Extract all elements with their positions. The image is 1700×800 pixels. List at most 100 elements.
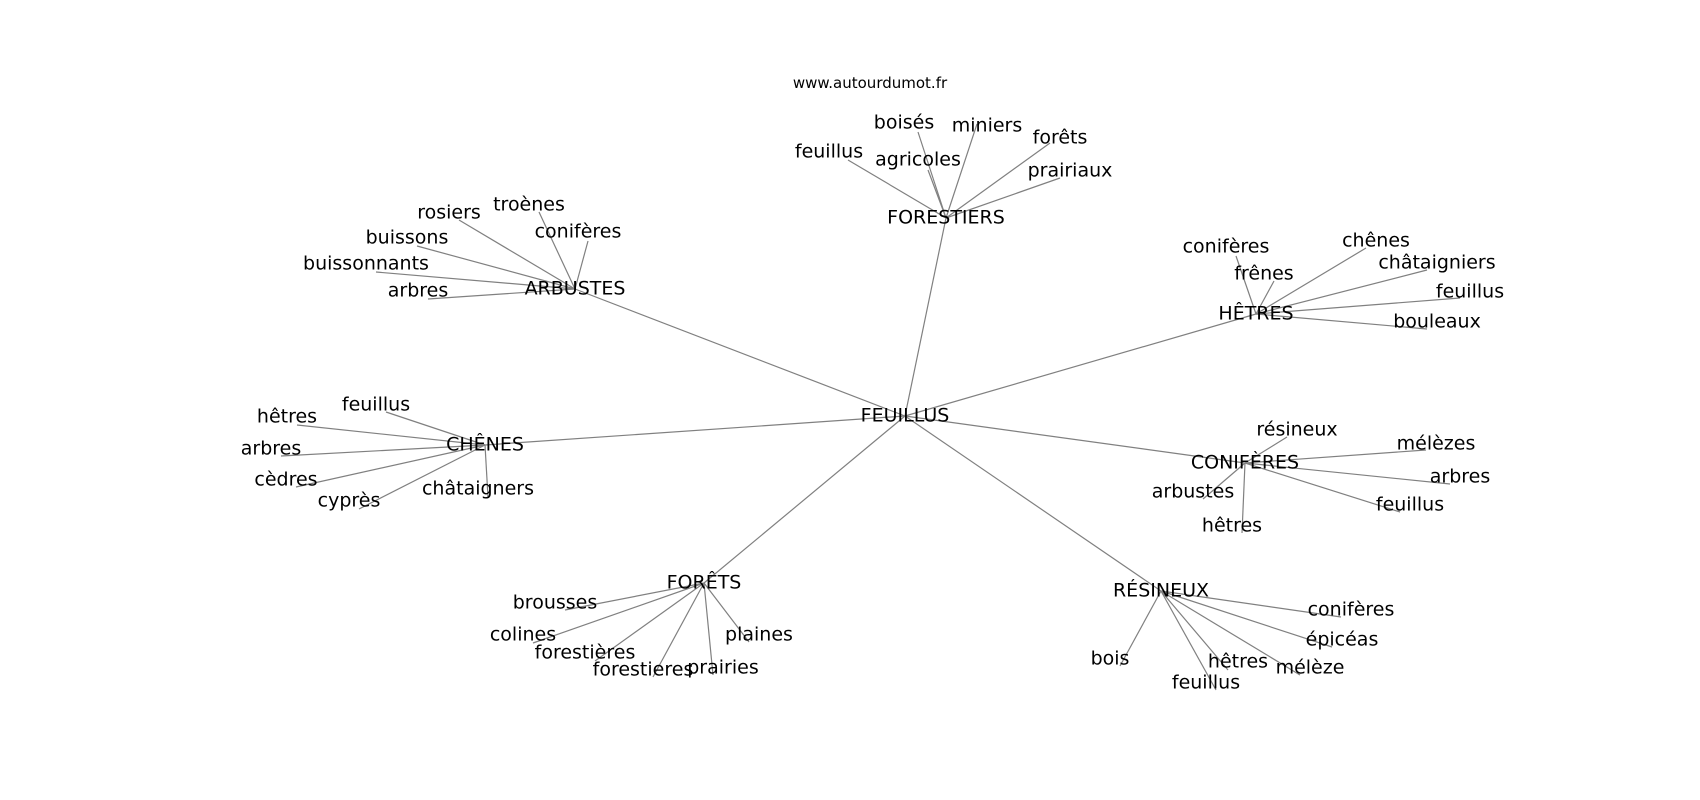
edge-5-2 xyxy=(703,582,750,643)
leaf-node[interactable]: feuillus xyxy=(1436,281,1504,303)
leaf-node[interactable]: feuillus xyxy=(1172,672,1240,694)
edge-3-0 xyxy=(385,411,486,446)
leaf-node[interactable]: troènes xyxy=(493,194,565,216)
edge-4-3 xyxy=(1202,462,1246,500)
edge-5-1 xyxy=(532,582,705,644)
edge-4-0 xyxy=(1244,436,1288,464)
edge-center-4 xyxy=(904,415,1246,464)
leaf-node[interactable]: cèdres xyxy=(254,469,317,491)
leaf-node[interactable]: bois xyxy=(1091,648,1130,670)
edge-center-0 xyxy=(904,217,947,417)
leaf-node[interactable]: rosiers xyxy=(417,202,481,224)
leaf-node[interactable]: arbres xyxy=(1430,466,1491,488)
edge-2-2 xyxy=(1255,269,1428,315)
edge-1-2 xyxy=(574,240,589,290)
edge-6-4 xyxy=(1160,590,1301,676)
edge-3-1 xyxy=(296,424,486,446)
leaf-node[interactable]: mélèze xyxy=(1276,657,1345,679)
leaf-node[interactable]: buissonnants xyxy=(303,253,429,275)
edge-2-4 xyxy=(1255,297,1461,315)
leaf-node[interactable]: chênes xyxy=(1342,230,1410,252)
leaf-node[interactable]: cyprès xyxy=(318,490,381,512)
edge-5-4 xyxy=(652,582,705,678)
leaf-node[interactable]: miniers xyxy=(952,115,1023,137)
edge-4-1 xyxy=(1244,449,1427,464)
leaf-node[interactable]: arbres xyxy=(241,438,302,460)
edge-1-4 xyxy=(375,271,576,290)
leaf-node[interactable]: frênes xyxy=(1234,263,1293,285)
edge-6-1 xyxy=(1160,590,1333,648)
leaf-node[interactable]: hêtres xyxy=(1202,515,1262,537)
leaf-node[interactable]: châtaigniers xyxy=(1378,252,1495,274)
hub-node[interactable]: HÊTRES xyxy=(1218,302,1293,325)
edge-0-5 xyxy=(945,177,1061,219)
leaf-node[interactable]: conifères xyxy=(1183,236,1270,258)
edge-0-0 xyxy=(917,131,947,219)
edge-0-1 xyxy=(945,123,978,219)
edge-3-2 xyxy=(280,444,486,457)
hub-node[interactable]: CHÊNES xyxy=(446,433,524,456)
leaf-node[interactable]: épicéas xyxy=(1306,629,1379,651)
edge-center-5 xyxy=(703,415,906,584)
hub-node[interactable]: ARBUSTES xyxy=(525,278,626,300)
leaf-node[interactable]: boisés xyxy=(874,112,934,134)
leaf-node[interactable]: châtaigners xyxy=(422,478,534,500)
edge-5-5 xyxy=(703,582,714,676)
leaf-node[interactable]: hêtres xyxy=(1208,651,1268,673)
edge-6-5 xyxy=(1160,590,1217,691)
leaf-node[interactable]: feuillus xyxy=(1376,494,1444,516)
leaf-node[interactable]: mélèzes xyxy=(1397,433,1476,455)
edge-6-3 xyxy=(1160,590,1229,671)
leaf-node[interactable]: forêts xyxy=(1033,127,1088,149)
edge-6-0 xyxy=(1160,590,1342,618)
leaf-node[interactable]: feuillus xyxy=(795,141,863,163)
leaf-node[interactable]: hêtres xyxy=(257,406,317,428)
leaf-node[interactable]: agricoles xyxy=(875,149,961,171)
leaf-node[interactable]: bouleaux xyxy=(1393,311,1481,333)
edge-2-0 xyxy=(1255,247,1367,315)
edge-4-5 xyxy=(1241,462,1246,534)
leaf-node[interactable]: brousses xyxy=(513,592,598,614)
edge-center-6 xyxy=(904,415,1162,592)
edge-1-0 xyxy=(538,211,576,290)
leaf-node[interactable]: conifères xyxy=(535,221,622,243)
edge-2-5 xyxy=(1255,313,1428,330)
leaf-node[interactable]: buissons xyxy=(366,227,449,249)
graph-edges xyxy=(280,123,1461,691)
leaf-node[interactable]: colines xyxy=(490,624,556,646)
edge-3-4 xyxy=(358,444,486,510)
leaf-node[interactable]: arbres xyxy=(388,280,449,302)
edge-5-3 xyxy=(594,582,705,662)
leaf-node[interactable]: plaines xyxy=(725,624,793,646)
edge-4-2 xyxy=(1244,462,1451,485)
leaf-node[interactable]: résineux xyxy=(1256,419,1337,441)
edge-0-3 xyxy=(847,159,947,219)
graph-labels: FEUILLUS FORESTIERS boisés miniers forêts feu… xyxy=(241,112,1504,694)
site-watermark[interactable]: www.autourdumot.fr xyxy=(793,74,948,92)
hub-node[interactable]: RÉSINEUX xyxy=(1113,579,1209,602)
edge-center-1 xyxy=(574,288,906,417)
edge-2-1 xyxy=(1235,255,1257,315)
hub-node[interactable]: FORESTIERS xyxy=(887,207,1005,229)
hub-node[interactable]: CONIFÈRES xyxy=(1191,451,1299,474)
edge-1-5 xyxy=(427,288,576,300)
hub-node[interactable]: FORÊTS xyxy=(667,571,742,594)
leaf-node[interactable]: prairiaux xyxy=(1028,160,1113,182)
leaf-node[interactable]: conifères xyxy=(1308,599,1395,621)
edge-5-0 xyxy=(564,582,705,611)
edge-center-2 xyxy=(904,313,1257,417)
leaf-node[interactable]: forestières xyxy=(535,642,636,664)
edge-6-2 xyxy=(1119,590,1162,667)
leaf-node[interactable]: forestieres xyxy=(593,659,694,681)
leaf-node[interactable]: arbustes xyxy=(1152,481,1235,503)
edge-0-4 xyxy=(927,169,947,219)
edge-3-5 xyxy=(484,444,489,498)
edge-0-2 xyxy=(945,142,1051,219)
leaf-node[interactable]: feuillus xyxy=(342,394,410,416)
edge-3-3 xyxy=(295,444,486,488)
leaf-node[interactable]: prairies xyxy=(687,657,758,679)
edge-1-1 xyxy=(458,219,576,290)
center-node[interactable]: FEUILLUS xyxy=(861,405,950,427)
edge-1-3 xyxy=(416,245,576,290)
